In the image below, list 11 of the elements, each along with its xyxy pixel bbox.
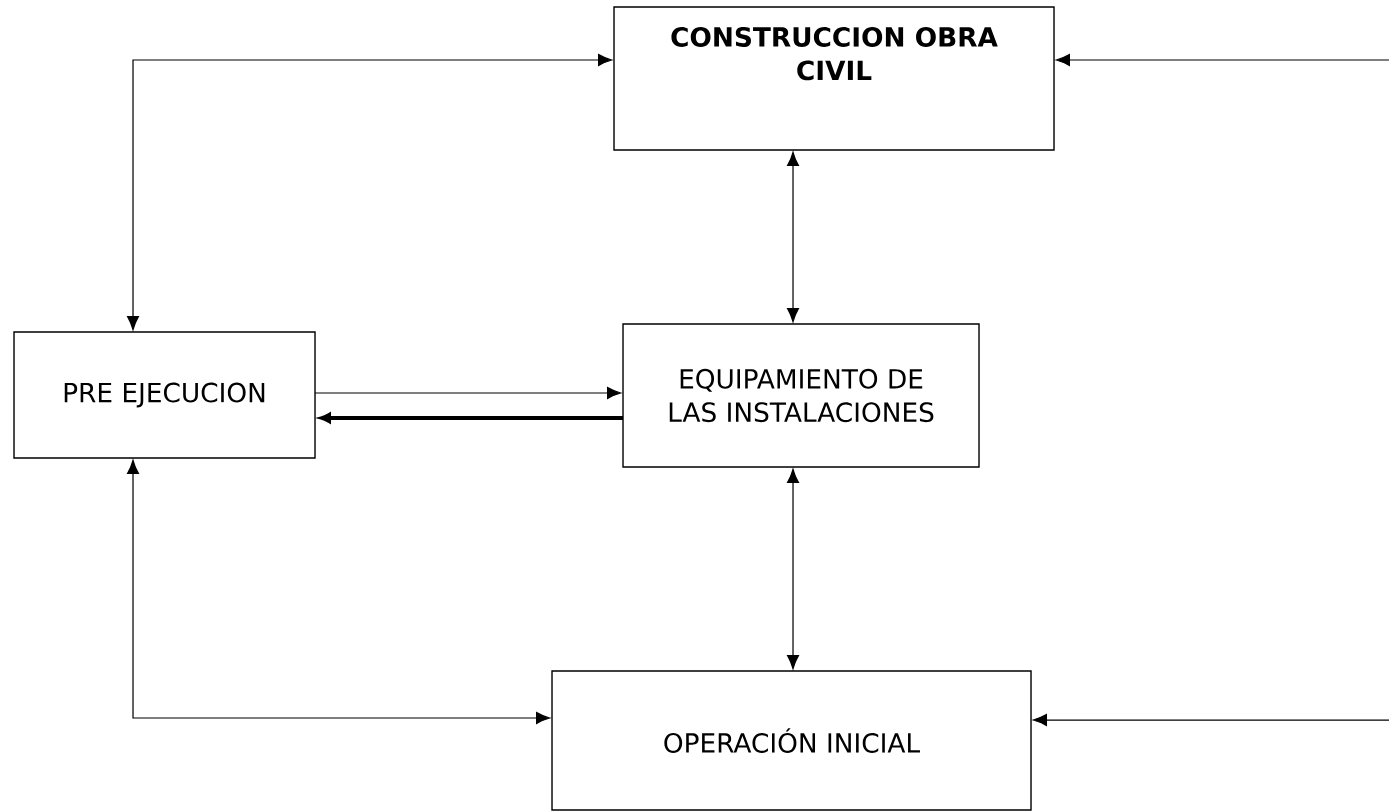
arrow bbox=[314, 387, 622, 399]
arrow bbox=[127, 459, 551, 724]
arrow bbox=[787, 151, 799, 323]
arrow bbox=[1055, 54, 1389, 66]
arrow bbox=[1032, 714, 1389, 726]
process-box: PRE EJECUCION bbox=[13, 331, 316, 459]
process-box: OPERACIÓN INICIAL bbox=[551, 670, 1032, 811]
process-box: CONSTRUCCION OBRA CIVIL bbox=[613, 6, 1055, 151]
arrow bbox=[127, 54, 613, 331]
arrow bbox=[787, 468, 799, 670]
process-box: EQUIPAMIENTO DE LAS INSTALACIONES bbox=[622, 323, 980, 468]
